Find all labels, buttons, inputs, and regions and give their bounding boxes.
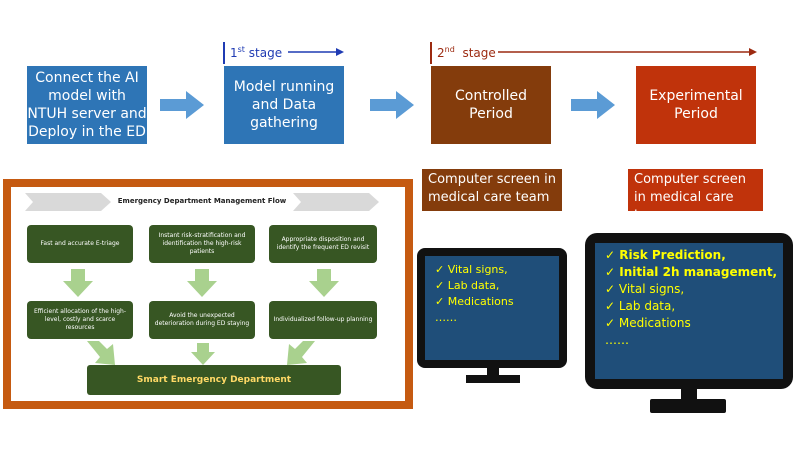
screen-line: ✓ Medications [435,295,514,308]
screen-line: ✓ Risk Prediction, [605,248,726,262]
connect-ai-model-box: Connect the AI model with NTUH server an… [27,66,147,144]
controlled-computer-screen: ✓ Vital signs, ✓ Lab data, ✓ Medications… [417,248,567,368]
controlled-period-label: Controlled Period [455,88,527,122]
screen-line: ✓ Initial 2h management, [605,265,778,279]
right-arrow-icon [571,91,615,119]
diagonal-arrow-icon [287,341,315,365]
smart-emergency-department-box: Smart Emergency Department [87,365,341,395]
stage-2-label: 2nd stage [437,45,496,61]
screen-line: ✓ Medications [605,316,691,330]
screen-line: ✓ Vital signs, [605,282,685,296]
header-chevron-left [25,193,111,211]
experimental-period-label: Experimental Period [649,88,743,122]
screen-line: ✓ Vital signs, [435,263,508,276]
down-arrow-icon [63,269,93,297]
screen-line: ✓ Lab data, [435,279,500,292]
stage-2-arrow-icon [498,48,757,56]
header-chevron-right [293,193,379,211]
model-running-label: Model running and Data gathering [233,79,335,131]
stage-1-arrow-icon [288,48,344,56]
stage-1-label: 1st stage [230,45,283,61]
screen-line: …… [435,311,457,324]
model-running-box: Model running and Data gathering [224,66,344,144]
experimental-computer-screen: ✓ Risk Prediction, ✓ Initial 2h manageme… [585,233,793,389]
monitor-stand-base [466,375,520,383]
down-arrow-icon [309,269,339,297]
experimental-screen-caption: Computer screen in medical care team [628,169,763,223]
right-arrow-icon [160,91,204,119]
diagonal-arrow-icon [87,341,115,365]
connect-ai-model-label: Connect the AI model with NTUH server an… [27,70,147,140]
monitor-stand-neck [681,388,697,400]
controlled-screen-caption: Computer screen in medical care team [422,169,562,211]
controlled-period-box: Controlled Period [431,66,551,144]
screen-line: …… [605,333,629,347]
risk-stratification-box: Instant risk-stratification and identifi… [149,225,255,263]
screen-line: ✓ Lab data, [605,299,676,313]
down-arrow-icon [191,343,215,365]
management-flow-title: Emergency Department Management Flow [117,197,287,205]
controlled-screen-display: ✓ Vital signs, ✓ Lab data, ✓ Medications… [425,256,559,360]
down-arrow-icon [187,269,217,297]
right-arrow-icon [370,91,414,119]
avoid-deterioration-box: Avoid the unexpected deterioration durin… [149,301,255,339]
experimental-period-box: Experimental Period [636,66,756,144]
e-triage-box: Fast and accurate E-triage [27,225,133,263]
disposition-box: Appropriate disposition and identify the… [269,225,377,263]
management-flow-panel: Emergency Department Management Flow Fas… [3,179,413,409]
management-flow-inner: Emergency Department Management Flow Fas… [11,187,405,401]
follow-up-box: Individualized follow-up planning [269,301,377,339]
experimental-screen-display: ✓ Risk Prediction, ✓ Initial 2h manageme… [595,243,783,379]
monitor-stand-base [650,399,726,413]
monitor-stand-neck [487,366,499,376]
resource-allocation-box: Efficient allocation of the high-level, … [27,301,133,339]
stage-2-marker-bar [430,42,432,64]
stage-1-marker-bar [223,42,225,64]
